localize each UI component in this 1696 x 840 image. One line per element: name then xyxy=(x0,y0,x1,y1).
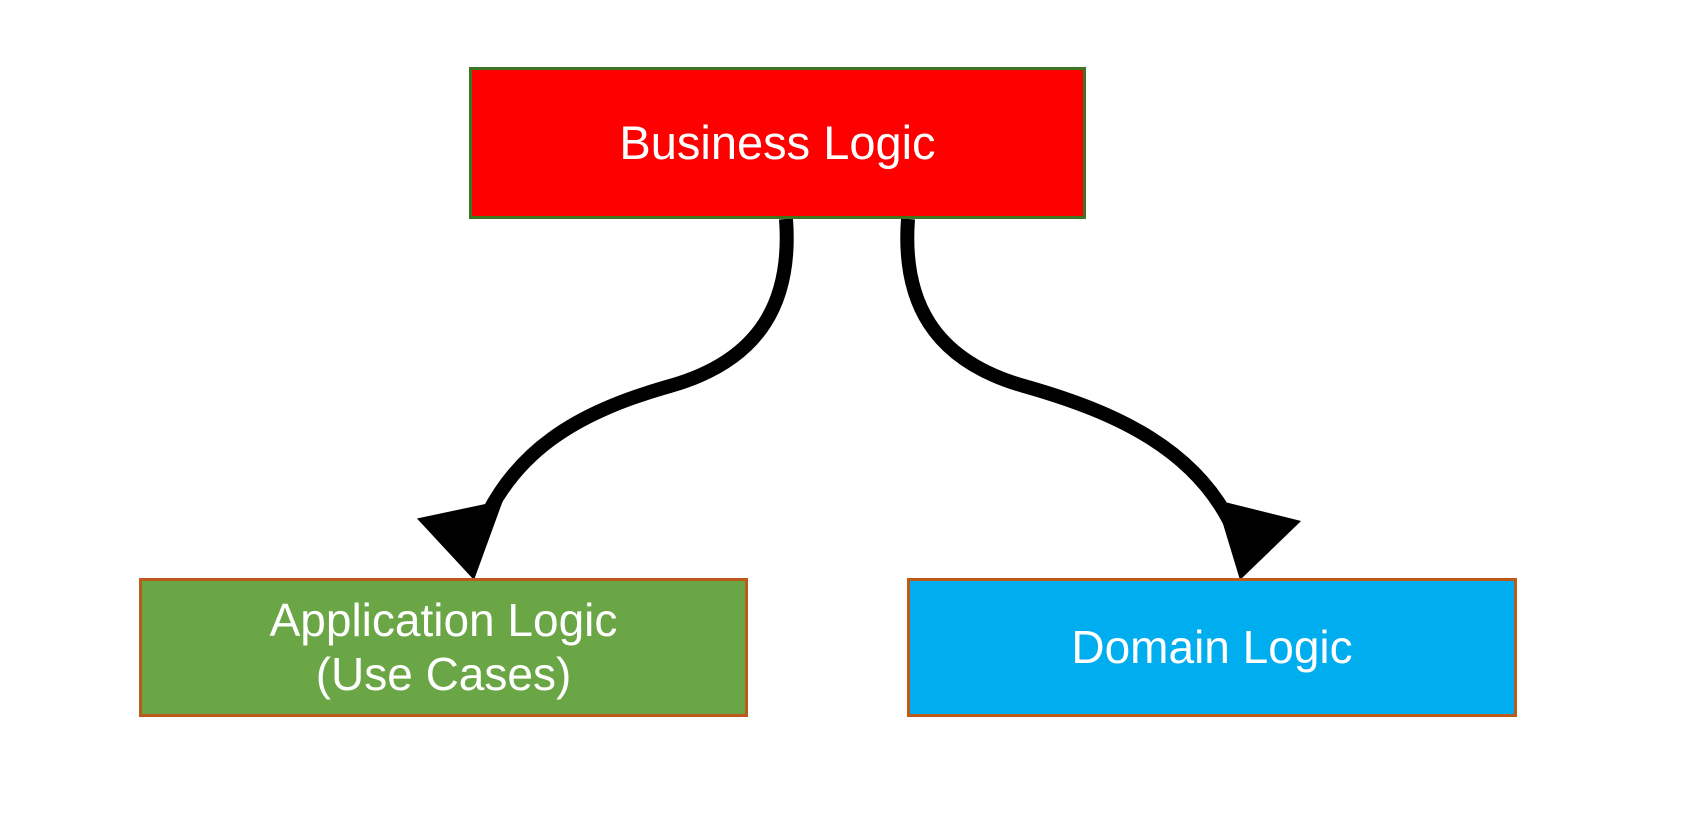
edge-business-to-application xyxy=(416,218,794,580)
node-application-logic-label: Application Logic (Use Cases) xyxy=(270,594,618,701)
node-business-logic[interactable]: Business Logic xyxy=(469,67,1086,219)
node-business-logic-label: Business Logic xyxy=(619,115,936,169)
edge-business-to-domain-path xyxy=(900,218,1243,538)
node-domain-logic-label: Domain Logic xyxy=(1071,620,1353,673)
node-application-logic-label-line-2: (Use Cases) xyxy=(315,647,572,700)
edge-business-to-domain xyxy=(900,218,1302,580)
node-application-logic[interactable]: Application Logic (Use Cases) xyxy=(139,578,748,717)
node-domain-logic[interactable]: Domain Logic xyxy=(907,578,1517,717)
edge-business-to-application-path xyxy=(471,218,794,538)
edge-business-to-application-arrowhead xyxy=(416,500,504,580)
node-application-logic-label-line-1: Application Logic xyxy=(269,594,618,647)
